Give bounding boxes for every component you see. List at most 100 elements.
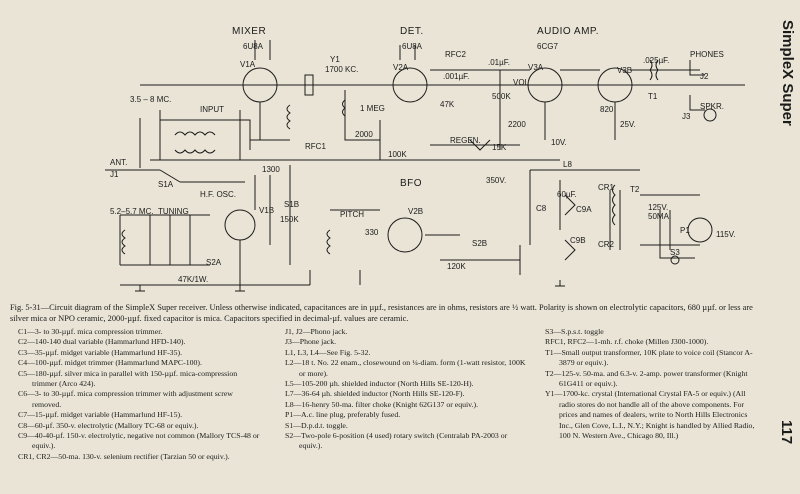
parts-list-item: J1, J2—Phono jack. <box>285 327 348 336</box>
parts-list-item: P1—A.c. line plug, preferably fused. <box>285 410 401 420</box>
cap-025-label: .025µF. <box>643 56 670 65</box>
r100k-label: 100K <box>388 150 407 159</box>
c2200-label: 2200 <box>508 120 526 129</box>
parts-list-item: L2—18 t. No. 22 enam., closewound on ¼-d… <box>285 358 526 378</box>
parts-list-item: C9—40-40-µf. 150-v. electrolytic, negati… <box>18 431 260 451</box>
side-title: SimpleX Super <box>779 20 796 126</box>
cr1-label: CR1 <box>598 183 615 192</box>
rfc1-label: RFC1 <box>305 142 326 151</box>
figure-caption: Fig. 5-31—Circuit diagram of the SimpleX… <box>10 303 753 323</box>
parts-list-item: C3—35-µµf. midget variable (Hammarlund H… <box>18 347 183 357</box>
det-section-label: DET. <box>400 26 424 37</box>
parts-list-item: J3—Phone jack. <box>285 337 337 347</box>
c350v-label: 350V. <box>486 176 507 185</box>
parts-list-item: S2—Two-pole 6-position (4 used) rotary s… <box>285 431 508 451</box>
j3-label: J3 <box>682 112 691 121</box>
parts-list-item: L5—105-200 µh. shielded inductor (North … <box>285 379 474 389</box>
r150k-label: 150K <box>280 215 299 224</box>
parts-list-item: L7—36-64 µh. shielded inductor (North Hi… <box>285 389 465 399</box>
s2b-label: S2B <box>472 239 488 248</box>
c10v-label: 10V. <box>551 138 567 147</box>
c25v-label: 25V. <box>620 120 636 129</box>
page-number: 117 <box>778 420 795 445</box>
regen-label: REGEN. <box>450 136 481 145</box>
j2-label: J2 <box>700 72 709 81</box>
det-tube-label: 6U8A <box>402 42 423 51</box>
rfc2-label: RFC2 <box>445 50 466 59</box>
parts-list-item: C4—100-µµf. midget trimmer (Hammarlund M… <box>18 358 202 368</box>
p1-label: P1 <box>680 226 690 235</box>
parts-list-item: L1, L3, L4—See Fig. 5-32. <box>285 347 371 357</box>
parts-list-col3: S3—S.p.s.t. toggle RFC1, RFC2—1-mh. r.f.… <box>545 327 760 441</box>
t1-label: T1 <box>648 92 658 101</box>
mc-osc-label: 5.2–5.7 MC. <box>110 207 154 216</box>
v1a-label: V1A <box>240 60 256 69</box>
c8-label: C8 <box>536 204 547 213</box>
parts-list-item: C1—3- to 30-µµf. mica compression trimme… <box>18 327 163 336</box>
parts-list-col2: J1, J2—Phono jack. J3—Phone jack. L1, L3… <box>285 327 530 452</box>
audio-tube-label: 6CG7 <box>537 42 558 51</box>
t2-label: T2 <box>630 185 640 194</box>
r120k-label: 120K <box>447 262 466 271</box>
mixer-tube-label: 6U8A <box>243 42 264 51</box>
l8-label: L8 <box>563 160 572 169</box>
crystal-freq-label: 1700 KC. <box>325 65 359 74</box>
parts-list-item: C2—140-140 dual variable (Hammarlund HFD… <box>18 337 186 347</box>
c2000-label: 2000 <box>355 130 373 139</box>
meg1-label: 1 MEG <box>360 104 385 113</box>
input-label: INPUT <box>200 105 224 114</box>
c9b-label: C9B <box>570 236 586 245</box>
phones-label: PHONES <box>690 50 724 59</box>
cap-60-label: 60µF. <box>557 190 577 199</box>
mc-range-label: 3.5 – 8 MC. <box>130 95 172 104</box>
cap-01-label: .01µF. <box>488 58 510 67</box>
r47k-label: 47K <box>440 100 455 109</box>
s1b-label: S1B <box>284 200 300 209</box>
v3b-label: V3B <box>617 66 633 75</box>
cap-001-label: .001µF. <box>443 72 470 81</box>
circuit-schematic <box>105 40 745 292</box>
r47k1w-label: 47K/1W. <box>178 275 209 284</box>
s2a-label: S2A <box>206 258 222 267</box>
parts-list-item: S1—D.p.d.t. toggle. <box>285 420 348 430</box>
c820-label: 820 <box>600 105 614 114</box>
r500k-label: 500K <box>492 92 511 101</box>
parts-list-item: CR1, CR2—50-ma. 130-v. selenium rectifie… <box>18 451 230 461</box>
c330-label: 330 <box>365 228 379 237</box>
pitch-label: PITCH <box>340 210 364 219</box>
v2b-label: V2B <box>408 207 424 216</box>
v2a-label: V2A <box>393 63 409 72</box>
parts-list-item: RFC1, RFC2—1-mh. r.f. choke (Millen J300… <box>545 337 709 347</box>
v1b-label: V1B <box>259 206 275 215</box>
parts-list-item: S3—S.p.s.t. toggle <box>545 327 604 336</box>
audio-section-label: AUDIO AMP. <box>537 26 600 37</box>
parts-list-item: C8—60-µf. 350-v. electrolytic (Mallory T… <box>18 420 199 430</box>
vol-label: VOL <box>513 78 530 87</box>
t125v-label: 125V. <box>648 203 669 212</box>
parts-list-item: L8—16-henry 50-ma. filter choke (Knight … <box>285 399 479 409</box>
parts-list-col1: C1—3- to 30-µµf. mica compression trimme… <box>18 327 263 462</box>
parts-list-item: C7—15-µµf. midget variable (Hammarlund H… <box>18 410 183 420</box>
c1300-label: 1300 <box>262 165 280 174</box>
spkr-label: SPKR. <box>700 102 725 111</box>
v3a-label: V3A <box>528 63 544 72</box>
t50ma-label: 50MA. <box>648 212 672 221</box>
mixer-section-label: MIXER <box>232 26 267 37</box>
r15k-label: 15K <box>492 143 507 152</box>
j1-label: J1 <box>110 170 119 179</box>
parts-list-item: T1—Small output transformer, 10K plate t… <box>545 347 753 368</box>
parts-list-item: T2—125-v. 50-ma. and 6.3-v. 2-amp. power… <box>545 368 748 389</box>
c9a-label: C9A <box>576 205 592 214</box>
cr2-label: CR2 <box>598 240 615 249</box>
ac-voltage-label: 115V. <box>716 230 736 239</box>
parts-list-item: C5—180-µµf. silver mica in parallel with… <box>18 368 238 389</box>
s3-label: S3 <box>670 248 680 257</box>
bfo-section-label: BFO <box>400 178 423 189</box>
hfosc-label: H.F. OSC. <box>200 190 237 199</box>
parts-list-item: Y1—1700-kc. crystal (International Cryst… <box>545 389 755 441</box>
parts-list-item: C6—3- to 30-µµf. mica compression trimme… <box>18 389 233 409</box>
s1a-label: S1A <box>158 180 174 189</box>
tuning-label: TUNING <box>158 207 189 216</box>
ant-label: ANT. <box>110 158 128 167</box>
y1-label: Y1 <box>330 55 340 64</box>
